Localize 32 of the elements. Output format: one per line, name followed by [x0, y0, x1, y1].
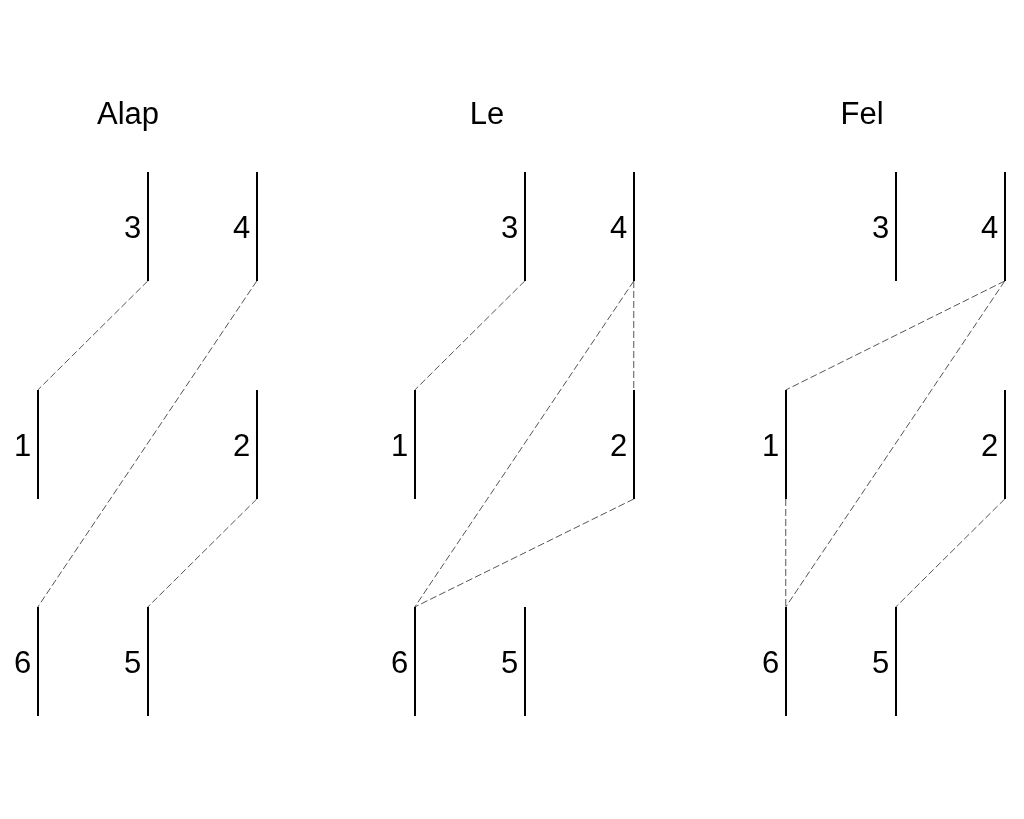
bar-number: 1: [14, 429, 32, 460]
dashed-connector: [414, 280, 635, 608]
bar-number: 5: [872, 646, 890, 677]
panel-title: Le: [469, 98, 505, 129]
bar-number: 5: [501, 646, 519, 677]
bar-number: 1: [762, 429, 780, 460]
dashed-connector: [414, 498, 635, 608]
dashed-connector: [414, 280, 526, 391]
dashed-connector: [785, 280, 1006, 391]
dashed-connector: [895, 498, 1006, 608]
bar-number: 6: [391, 646, 409, 677]
panel-title: Alap: [97, 98, 159, 129]
bar-number: 6: [762, 646, 780, 677]
dashed-connector: [37, 280, 258, 608]
panel-title: Fel: [840, 98, 884, 129]
bar-number: 2: [610, 429, 628, 460]
bar-number: 3: [501, 211, 519, 242]
bar-number: 2: [981, 429, 999, 460]
bar-number: 4: [981, 211, 999, 242]
bar-number: 4: [233, 211, 251, 242]
bar-number: 5: [124, 646, 142, 677]
bar-number: 1: [391, 429, 409, 460]
bar-number: 2: [233, 429, 251, 460]
dashed-connector: [785, 498, 787, 608]
dashed-connector: [785, 280, 1006, 608]
dashed-connector: [37, 280, 149, 391]
dashed-connector: [147, 498, 258, 608]
bar-number: 6: [14, 646, 32, 677]
dashed-connector: [633, 280, 635, 391]
bar-number: 3: [124, 211, 142, 242]
bar-number: 3: [872, 211, 890, 242]
bar-number: 4: [610, 211, 628, 242]
